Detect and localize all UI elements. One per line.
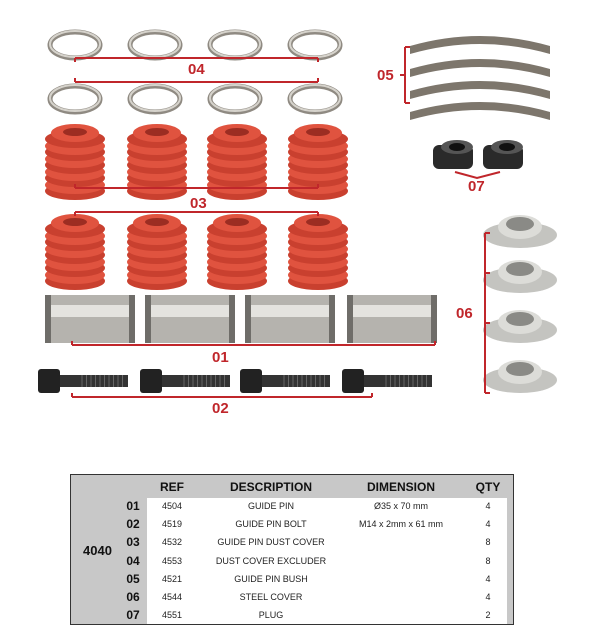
steel-cover (483, 310, 557, 343)
guide-pin-bush (410, 81, 550, 99)
cell-no: 06 (126, 590, 140, 604)
cell-description: GUIDE PIN DUST COVER (217, 537, 325, 548)
cell-ref: 4504 (161, 501, 183, 511)
steel-cover (483, 260, 557, 293)
table-row: 01 4504 GUIDE PIN Ø35 x 70 mm 4 (71, 498, 513, 516)
cell-ref: 4553 (161, 555, 183, 566)
cell-dimension: Ø35 x 70 mm (373, 501, 429, 511)
dust-cover-boot (207, 124, 267, 200)
steel-cover (483, 215, 557, 248)
cell-qty: 2 (485, 610, 491, 621)
table-body (147, 498, 507, 624)
table-row: 07 4551 PLUG 2 (71, 607, 513, 625)
header-description: DESCRIPTION (229, 480, 313, 494)
cell-description: DUST COVER EXCLUDER (215, 555, 327, 566)
cell-no: 04 (126, 553, 140, 568)
dust-cover-boot (127, 124, 187, 200)
label-02: 02 (212, 400, 229, 417)
cell-ref: 4519 (161, 519, 183, 530)
dust-cover-boot (207, 214, 267, 290)
cell-no: 05 (126, 571, 140, 586)
guide-pin-bolt (342, 369, 432, 393)
cell-dimension: M14 x 2mm x 61 mm (358, 519, 444, 530)
guide-pin-bolt (38, 369, 128, 393)
parts-table: REF DESCRIPTION DIMENSION QTY 4040 01 450… (70, 474, 514, 625)
header-qty: QTY (475, 480, 501, 494)
label-03: 03 (190, 195, 207, 212)
cell-description: GUIDE PIN BOLT (235, 519, 307, 530)
plugs (433, 140, 523, 169)
label-04: 04 (188, 61, 205, 78)
label-06: 06 (456, 305, 473, 322)
table-row: 05 4521 GUIDE PIN BUSH 4 (71, 571, 513, 589)
parts-illustration: 04 03 01 02 05 07 06 (38, 29, 557, 417)
cell-qty: 4 (485, 573, 491, 584)
table-row: 03 4532 GUIDE PIN DUST COVER 8 (71, 534, 513, 552)
guide-pin-dust-covers (45, 124, 348, 290)
steel-cover (483, 360, 557, 393)
table-row: 06 4544 STEEL COVER 4 (71, 589, 513, 607)
cell-ref: 4521 (161, 573, 183, 584)
header-ref: REF (160, 480, 184, 494)
guide-pin-bolts (38, 369, 432, 393)
guide-pin-bush (410, 102, 550, 120)
guide-pin (145, 295, 235, 343)
dust-cover-boot (127, 214, 187, 290)
dust-cover-boot (45, 124, 105, 200)
plug (433, 140, 473, 169)
cell-qty: 4 (485, 519, 491, 530)
table-row: 02 4519 GUIDE PIN BOLT M14 x 2mm x 61 mm 4 (71, 516, 513, 534)
cell-qty: 4 (485, 501, 491, 511)
cell-ref: 4544 (161, 592, 183, 602)
cell-description: GUIDE PIN (247, 501, 295, 511)
cell-no: 02 (126, 517, 140, 532)
plug (483, 140, 523, 169)
table-row: 04 4553 DUST COVER EXCLUDER 8 (71, 553, 513, 571)
guide-pin (245, 295, 335, 343)
steel-covers (483, 215, 557, 393)
cell-qty: 8 (485, 537, 491, 548)
label-07: 07 (468, 178, 485, 195)
dust-cover-boot (288, 124, 348, 200)
cell-no: 07 (126, 608, 140, 623)
dust-cover-boot (288, 214, 348, 290)
cell-ref: 4551 (161, 610, 183, 621)
cell-ref: 4532 (161, 537, 183, 548)
guide-pin (45, 295, 135, 343)
cell-no: 03 (126, 535, 140, 550)
cell-qty: 4 (485, 592, 491, 602)
label-05: 05 (377, 67, 394, 84)
cell-no: 01 (126, 499, 140, 513)
cell-description: STEEL COVER (239, 592, 303, 602)
guide-pin-bushes (410, 36, 550, 120)
callout-lines (71, 46, 501, 398)
guide-pin (347, 295, 437, 343)
cell-qty: 8 (485, 555, 491, 566)
guide-pin-bolt (140, 369, 230, 393)
cell-description: GUIDE PIN BUSH (234, 573, 308, 584)
cell-description: PLUG (258, 610, 284, 621)
header-dimension: DIMENSION (366, 480, 436, 494)
kit-number: 4040 (83, 543, 112, 558)
label-01: 01 (212, 349, 229, 366)
guide-pins (45, 295, 437, 343)
dust-cover-boot (45, 214, 105, 290)
guide-pin-bush (410, 59, 550, 77)
guide-pin-bush (410, 36, 550, 54)
guide-pin-bolt (240, 369, 330, 393)
